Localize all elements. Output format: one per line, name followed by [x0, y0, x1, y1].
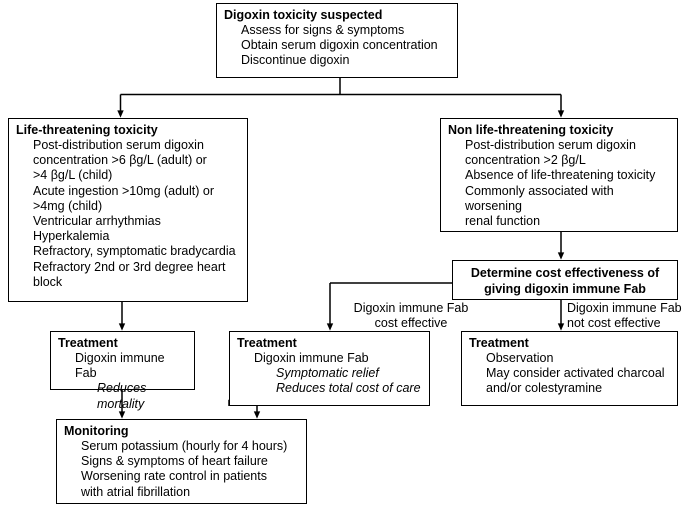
body-line: Worsening rate control in patients: [81, 469, 267, 484]
node-life-threatening-toxicity: Life-threatening toxicity Post-distribut…: [8, 118, 248, 302]
node-determine-cost-effectiveness: Determine cost effectiveness of giving d…: [452, 260, 678, 300]
body-line: Assess for signs & symptoms: [241, 23, 405, 37]
body-line: concentration >6 βg/L (adult) or: [33, 153, 207, 168]
node-title: Treatment: [469, 336, 529, 350]
node-body: Digoxin immune Fab Reduces mortality: [75, 351, 188, 412]
body-line: Symptomatic relief: [276, 366, 379, 381]
node-body: Digoxin immune Fab Symptomatic relief Re…: [254, 351, 423, 397]
body-line: renal function: [465, 214, 541, 229]
edge-label-not-cost-effective: Digoxin immune Fab not cost effective: [567, 301, 685, 331]
node-digoxin-toxicity-suspected: Digoxin toxicity suspected Assess for si…: [216, 3, 458, 78]
body-line: Ventricular arrhythmias: [33, 214, 161, 229]
node-body: Post-distribution serum digoxin concentr…: [33, 138, 241, 290]
body-line: Refractory, symptomatic bradycardia: [33, 244, 236, 259]
node-non-life-threatening-toxicity: Non life-threatening toxicity Post-distr…: [440, 118, 678, 232]
node-title: Treatment: [237, 336, 297, 350]
node-title: Digoxin toxicity suspected: [224, 8, 383, 22]
node-body: Assess for signs & symptoms Obtain serum…: [241, 23, 451, 69]
body-line: Observation: [486, 351, 554, 365]
body-line: Discontinue digoxin: [241, 53, 350, 68]
edge-label-line-1: Digoxin immune Fab: [567, 301, 682, 315]
body-line: Post-distribution serum digoxin: [33, 138, 204, 152]
edge-label-line-1: Digoxin immune Fab: [353, 301, 469, 315]
node-body: Serum potassium (hourly for 4 hours) Sig…: [81, 439, 300, 500]
node-title-line-2: giving digoxin immune Fab: [484, 282, 646, 296]
node-title: Monitoring: [64, 424, 129, 438]
node-treatment-right: Treatment Observation May consider activ…: [461, 331, 678, 406]
body-line: Digoxin immune Fab: [254, 351, 369, 365]
body-line: Obtain serum digoxin concentration: [241, 38, 438, 53]
node-title: Life-threatening toxicity: [16, 123, 158, 137]
body-line: >4 βg/L (child): [33, 168, 113, 183]
body-line: Reduces total cost of care: [276, 381, 421, 396]
body-line: Absence of life-threatening toxicity: [465, 168, 656, 183]
body-line: Digoxin immune Fab: [75, 351, 169, 381]
node-title: Treatment: [58, 336, 118, 350]
body-line: concentration >2 βg/L: [465, 153, 586, 168]
node-treatment-middle: Treatment Digoxin immune Fab Symptomatic…: [229, 331, 430, 406]
body-line: Post-distribution serum digoxin: [465, 138, 636, 152]
body-line: >4mg (child): [33, 198, 103, 213]
node-title: Non life-threatening toxicity: [448, 123, 614, 137]
body-line: May consider activated charcoal: [486, 366, 665, 381]
edge-label-line-2: not cost effective: [567, 316, 661, 330]
body-line: Hyperkalemia: [33, 229, 110, 244]
node-body: Post-distribution serum digoxin concentr…: [465, 138, 671, 229]
node-title-line-1: Determine cost effectiveness of: [470, 266, 660, 280]
body-line: with atrial fibrillation: [81, 484, 191, 499]
edge-label-cost-effective: Digoxin immune Fab cost effective: [336, 301, 486, 331]
node-treatment-left: Treatment Digoxin immune Fab Reduces mor…: [50, 331, 195, 411]
body-line: Reduces mortality: [97, 381, 150, 411]
node-body: Observation May consider activated charc…: [486, 351, 671, 397]
body-line: block: [33, 274, 63, 289]
edge-label-line-2: cost effective: [374, 316, 448, 330]
body-line: Refractory 2nd or 3rd degree heart: [33, 259, 226, 274]
body-line: Serum potassium (hourly for 4 hours): [81, 439, 288, 453]
body-line: Signs & symptoms of heart failure: [81, 454, 268, 469]
body-line: and/or colestyramine: [486, 381, 603, 396]
body-line: Commonly associated with worsening: [465, 183, 618, 213]
node-monitoring: Monitoring Serum potassium (hourly for 4…: [56, 419, 307, 504]
body-line: Acute ingestion >10mg (adult) or: [33, 183, 215, 198]
